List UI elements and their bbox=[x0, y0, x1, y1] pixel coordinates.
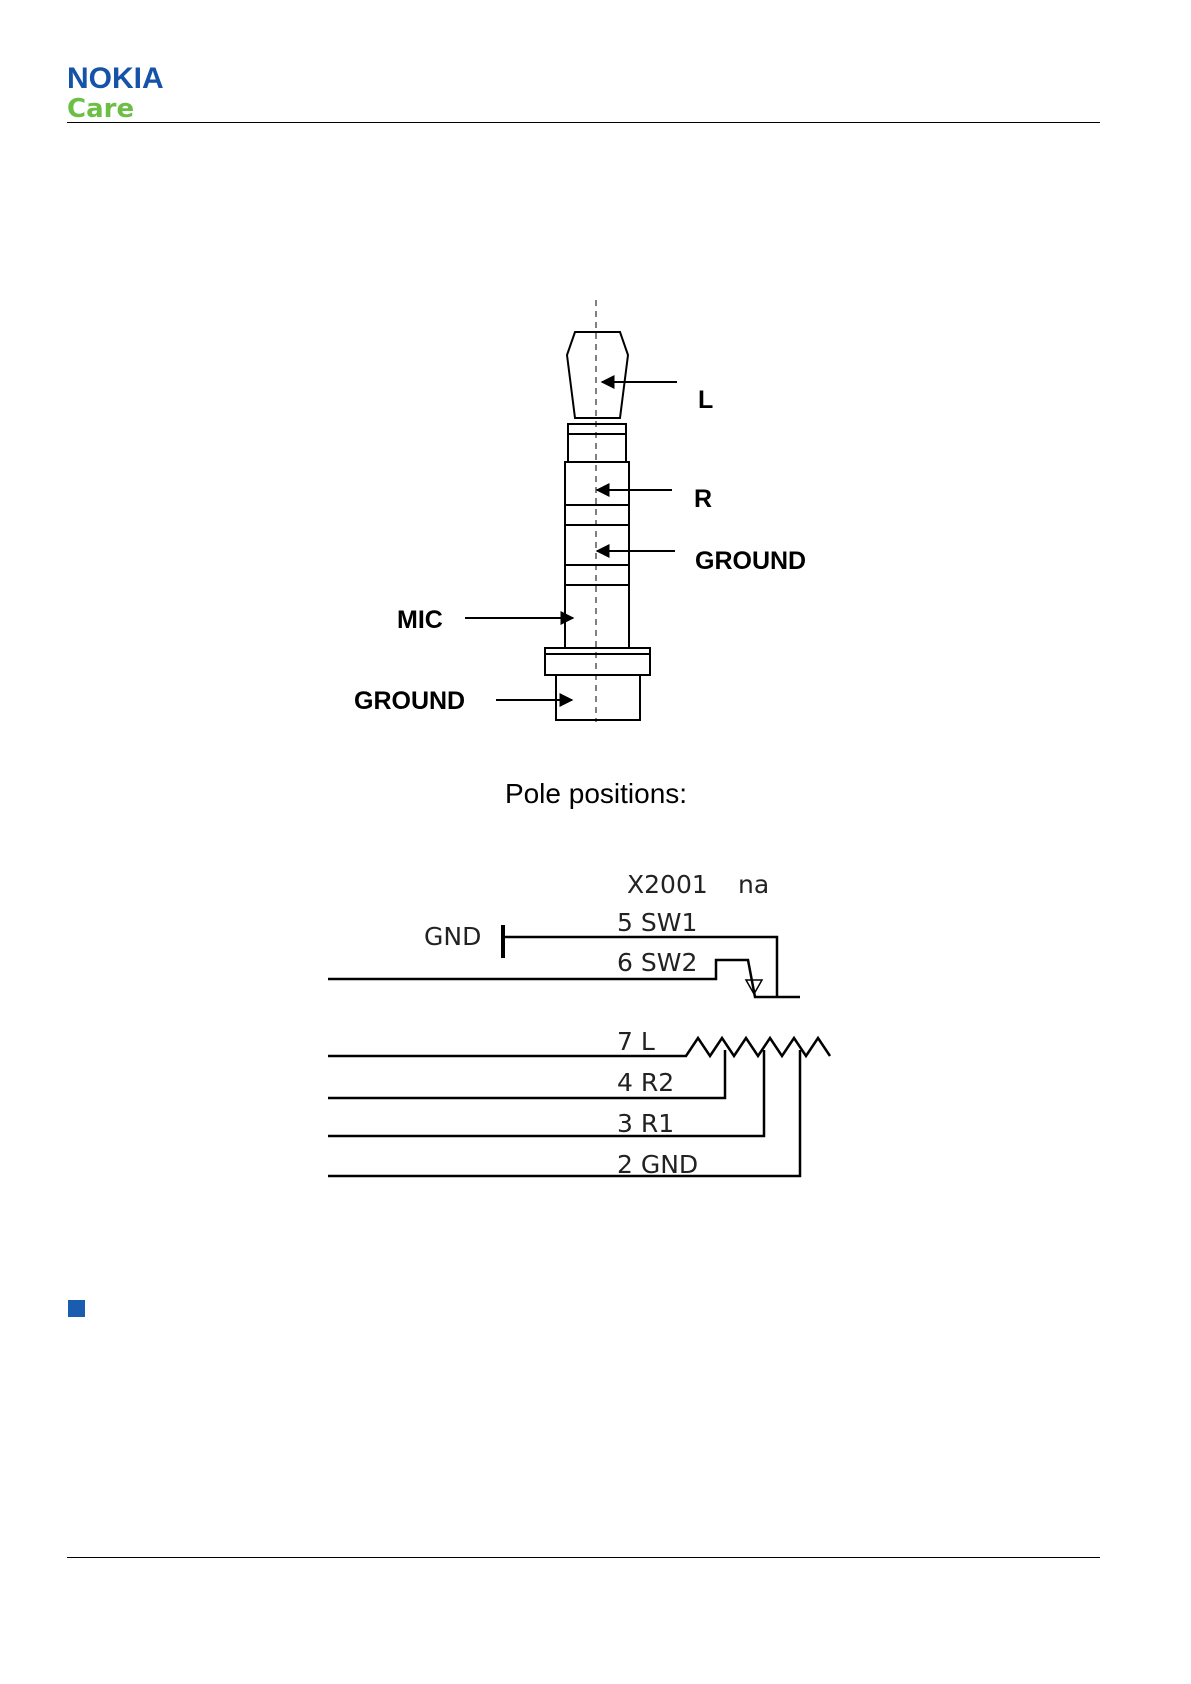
gnd-label: GND bbox=[424, 922, 481, 951]
label-ground-right: GROUND bbox=[695, 547, 806, 575]
footer-rule bbox=[67, 1557, 1100, 1558]
pin-l: 7 L bbox=[617, 1027, 655, 1056]
pin-r2: 4 R2 bbox=[617, 1068, 674, 1097]
label-r: R bbox=[694, 485, 712, 513]
pole-positions-caption: Pole positions: bbox=[505, 778, 687, 809]
connector-note: na bbox=[738, 870, 769, 899]
label-l: L bbox=[698, 386, 713, 414]
label-mic: MIC bbox=[397, 606, 443, 634]
schematic-lines bbox=[328, 925, 830, 1176]
label-ground-left: GROUND bbox=[354, 687, 465, 715]
section-bullet bbox=[68, 1300, 85, 1317]
pin-gnd: 2 GND bbox=[617, 1150, 698, 1179]
pin-r1: 3 R1 bbox=[617, 1109, 674, 1138]
pin-sw2: 6 SW2 bbox=[617, 948, 697, 977]
connector-name: X2001 bbox=[627, 870, 708, 899]
plug-arrows bbox=[465, 382, 677, 700]
plug-drawing bbox=[545, 300, 650, 722]
pin-sw1: 5 SW1 bbox=[617, 908, 697, 937]
